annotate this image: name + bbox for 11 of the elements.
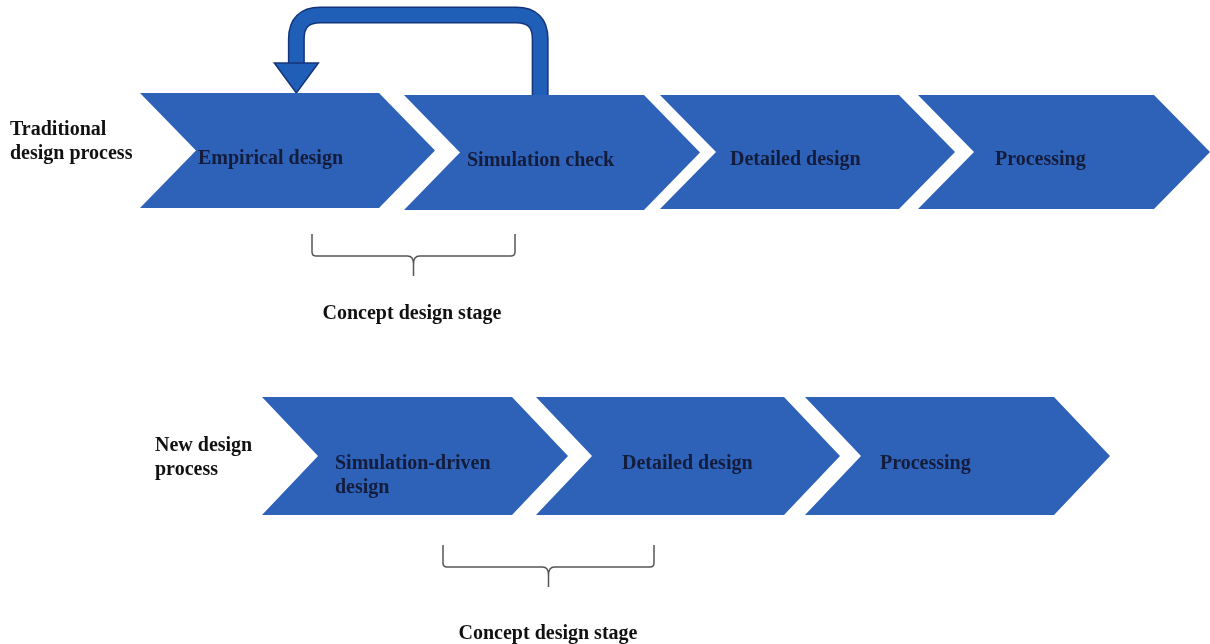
step-label: Simulation-driven design — [335, 450, 492, 498]
step-label: Detailed design — [622, 450, 754, 474]
process-label: Traditional design process — [10, 116, 134, 164]
step-label: Processing — [880, 450, 972, 474]
step-label: Empirical design — [198, 144, 344, 169]
step-label: Detailed design — [730, 146, 862, 170]
process-label: New design process — [155, 432, 254, 480]
step-label: Processing — [995, 146, 1087, 170]
stage-label: Concept design stage — [457, 620, 639, 644]
stage-label: Concept design stage — [321, 300, 503, 324]
step-label: Simulation check — [467, 146, 616, 171]
